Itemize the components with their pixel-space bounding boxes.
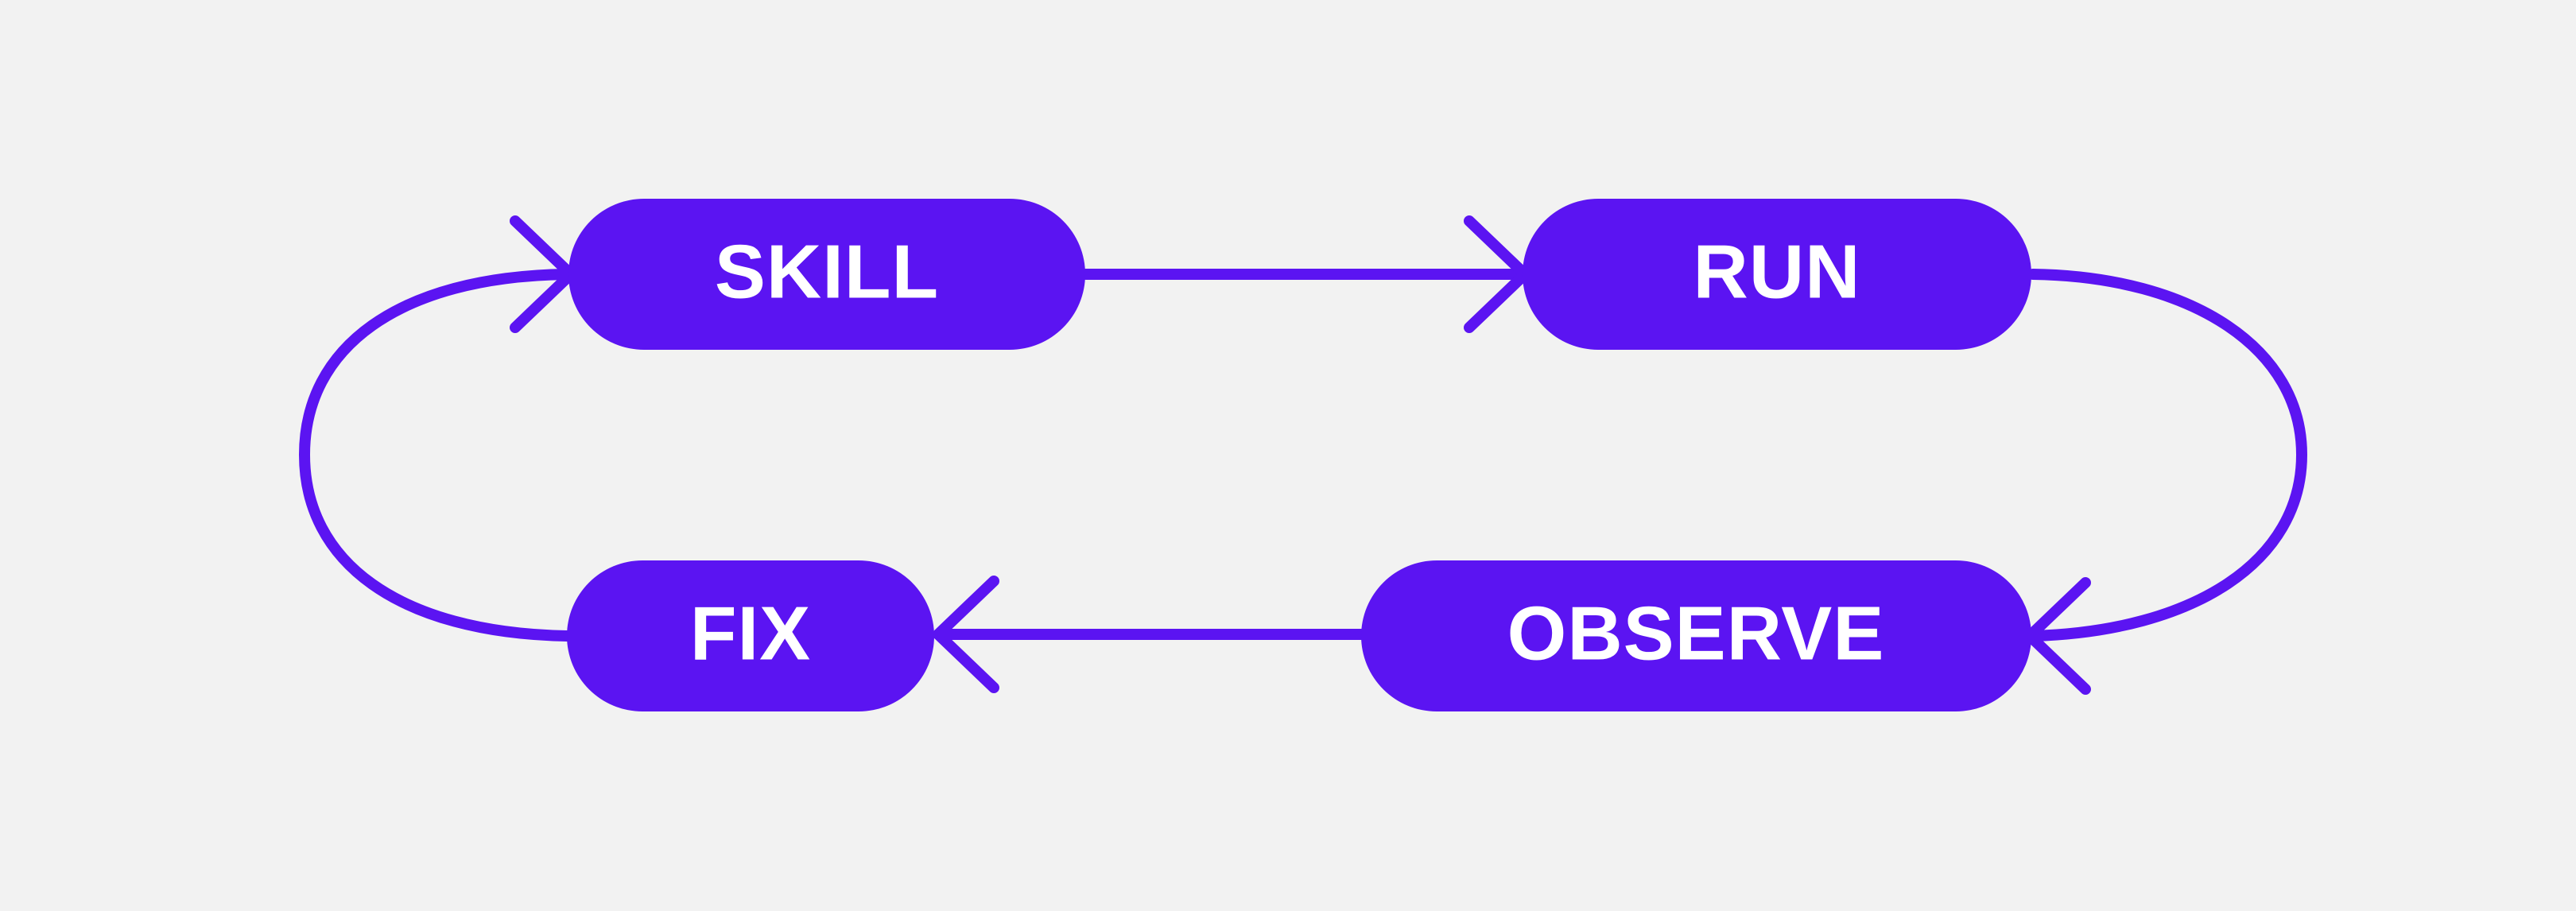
node-run[interactable]: RUN: [1523, 199, 2031, 350]
edge-layer: [299, 269, 2307, 642]
node-fix[interactable]: FIX: [567, 560, 934, 711]
node-fix-pill[interactable]: [567, 560, 934, 711]
node-skill-label: SKILL: [715, 229, 939, 314]
node-observe-pill[interactable]: [1361, 560, 2031, 711]
node-observe-label: OBSERVE: [1507, 591, 1885, 676]
node-layer: SKILL RUN OBSERVE FIX: [567, 199, 2031, 711]
node-run-pill[interactable]: [1523, 199, 2031, 350]
edge-run-to-observe: [2027, 269, 2307, 642]
node-run-label: RUN: [1693, 229, 1861, 314]
arrowhead-into-fix-icon: [933, 576, 999, 693]
node-fix-label: FIX: [690, 591, 811, 676]
edge-fix-to-skill: [299, 269, 572, 642]
node-skill[interactable]: SKILL: [568, 199, 1085, 350]
node-observe[interactable]: OBSERVE: [1361, 560, 2031, 711]
node-skill-pill[interactable]: [568, 199, 1085, 350]
